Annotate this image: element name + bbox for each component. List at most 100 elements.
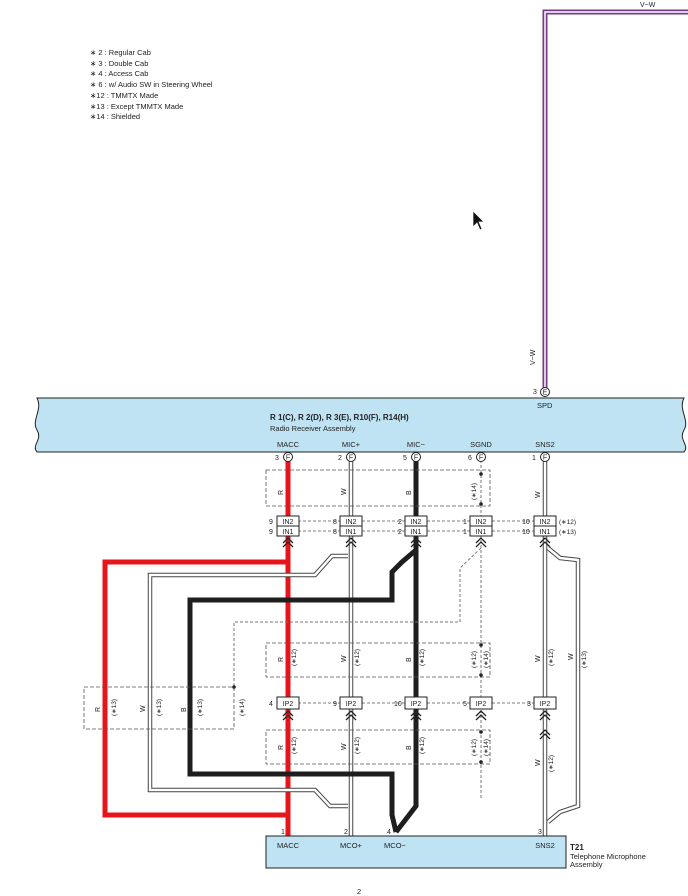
ip2-connector-box [469,696,493,710]
wire-code: W [341,655,348,662]
connector-name: IN1 [411,529,422,536]
wire-code: W [535,655,542,662]
left-shield-box [83,686,235,730]
mouse-cursor-icon [472,210,485,231]
tel-pin: 4 [387,829,391,836]
terminal-circle [283,452,293,462]
spd-wire [542,9,688,388]
ip2-connectors: IP2 IP2 IP2 IP2 IP2 4 9 10 5 3 [269,696,557,721]
terminal-circle [346,452,356,462]
connector-name: IP2 [476,701,487,708]
mic-plus-loop-wire [148,554,348,808]
spd-pin: 3 [533,389,537,396]
tel-name: Telephone Microphone [570,852,646,861]
wire-code: B [406,657,413,662]
connector-name: IP2 [411,701,422,708]
tel-terminal-label: MCO− [384,841,406,850]
connector-name: IP2 [346,701,357,708]
wire-note: (∗12) [471,739,478,756]
sns2-loop-wire [547,547,580,823]
terminal-conn: F [286,455,290,462]
wire-code: W [341,488,348,495]
wire-note: (∗12) [291,737,298,754]
shield-note: (∗14) [483,739,490,756]
in-connectors: IN2 IN2 IN2 IN2 IN2 IN1 IN1 IN1 IN1 IN1 … [269,515,576,548]
mid-shield-box [265,642,491,678]
ip2-connector-box [339,696,363,710]
wire-code: W [535,759,542,766]
terminal-label: MIC+ [342,440,361,449]
terminal-conn: F [349,455,353,462]
connector-name: IN1 [540,529,551,536]
spd-label: SPD [537,401,553,410]
radio-terminals: MACC MIC+ MIC− SGND SNS2 3 2 5 6 1 [275,440,555,462]
wire-code: R [278,490,285,495]
connector-name: IP2 [283,701,294,708]
terminal-label: MACC [277,440,300,449]
legend-item: ∗14 : Shielded [90,112,141,122]
connector-pin: 10 [522,519,530,526]
radio-receiver-assembly-body [34,397,687,453]
macc-loop-wire [102,559,288,818]
wire-note: (∗12) [548,755,555,772]
terminal-label: SGND [470,440,492,449]
terminal-label: SNS2 [535,440,555,449]
terminal-circle [476,452,486,462]
radio-name: Radio Receiver Assembly [270,424,356,433]
connector-note: (∗13) [559,529,576,536]
connector-pin: 3 [527,701,531,708]
top-wire-code-v: V−W [530,349,537,365]
radio-terminal-circles: F F F F F [283,452,550,462]
connector-name: IP2 [540,701,551,708]
wire-code: R [278,657,285,662]
wire-code: R [95,707,102,712]
wire-note: (∗12) [471,651,478,668]
connector-name: IN2 [476,519,487,526]
legend-item: ∗ 3 : Double Cab [90,58,149,68]
wire-note: (∗13) [581,651,588,668]
tel-terminal-label: MACC [277,841,300,850]
tel-terminal-label: MCO+ [340,841,362,850]
wire-note: (∗12) [354,737,361,754]
wires [102,460,581,836]
shield-note: (∗14) [471,483,478,500]
top-wire-code-h: V−W [640,2,656,9]
connector-pin: 10 [522,529,530,536]
wire-code: W [535,491,542,498]
terminal-circle [540,452,550,462]
tel-terminal-label: SNS2 [535,841,555,850]
connector-name: IN2 [346,519,357,526]
connector-pin: 2 [398,519,402,526]
wire-note: (∗12) [291,649,298,666]
tel-pin: 1 [281,829,285,836]
legend-item: ∗ 6 : w/ Audio SW in Steering Wheel [90,80,213,90]
spd-conn: E [543,390,548,397]
connector-note: (∗12) [559,519,576,526]
wire-note: (∗12) [419,737,426,754]
tel-name: Assembly [570,860,603,869]
connector-name: IN2 [283,519,294,526]
mic-minus-wire [394,460,419,834]
connector-pin: 9 [269,519,273,526]
radio-ids: R 1(C), R 2(D), R 3(E), R10(F), R14(H) [270,413,409,422]
connector-name: IN1 [476,529,487,536]
connector-pin: 1 [463,529,467,536]
wire-note: (∗12) [548,649,555,666]
wire-code: R [278,745,285,750]
telephone-microphone-body [265,835,567,869]
terminal-circle [411,452,421,462]
legend: ∗ 2 : Regular Cab ∗ 3 : Double Cab ∗ 4 :… [90,48,213,123]
terminal-pin: 3 [275,455,279,462]
shield-note: (∗14) [483,651,490,668]
terminal-pin: 6 [468,455,472,462]
connector-pin: 2 [398,529,402,536]
wire-code: W [568,653,575,660]
connector-pin: 8 [333,519,337,526]
wire-note: (∗12) [419,649,426,666]
legend-item: ∗ 4 : Access Cab [90,69,149,79]
terminal-pin: 2 [338,455,342,462]
spd-terminal [540,387,550,397]
connector-pin: 9 [333,701,337,708]
wire-code: B [406,490,413,495]
mic-minus-loop-wire [187,548,418,833]
